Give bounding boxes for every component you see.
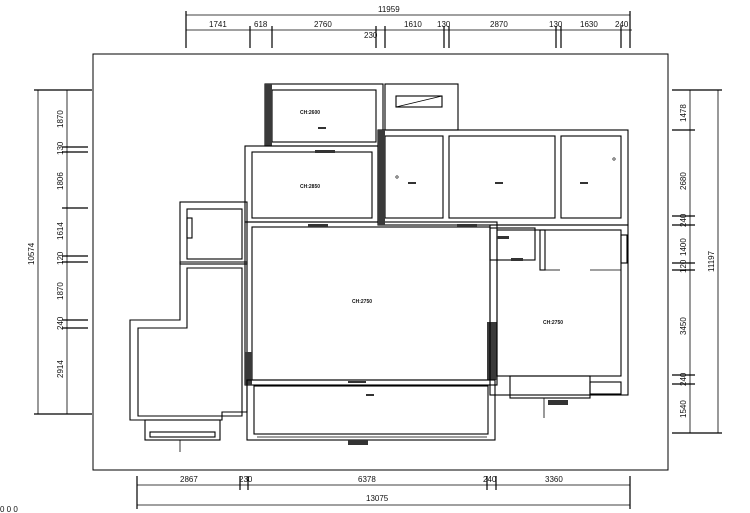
fixture-marks (179, 127, 616, 452)
right-dim-6: 3450 (679, 317, 688, 335)
right-dim-7: 240 (679, 372, 688, 386)
bottom-dim-1: 2867 (180, 475, 198, 484)
left-dim-6: 1870 (56, 282, 65, 300)
bottom-dim-3: 6378 (358, 475, 376, 484)
top-dim-4: 1610 (404, 20, 422, 29)
left-dim-8: 2914 (56, 360, 65, 378)
top-dim-7: 130 (549, 20, 563, 29)
top-dim-1: 1741 (209, 20, 227, 29)
bottom-dimension-group: 2867 230 6378 240 3360 13075 (136, 475, 631, 509)
top-dim-2: 618 (254, 20, 268, 29)
left-dim-1: 1870 (56, 110, 65, 128)
top-dim-6: 2870 (490, 20, 508, 29)
right-dim-8: 1540 (679, 400, 688, 418)
bottom-dim-2: 230 (239, 475, 253, 484)
bottom-dim-4: 240 (483, 475, 497, 484)
top-dim-3: 2760 (314, 20, 332, 29)
right-dim-5: 120 (679, 259, 688, 273)
drawing-border (92, 53, 669, 471)
right-dimension-group: 1478 2680 240 1400 120 3450 240 1540 111… (672, 89, 722, 434)
left-dim-4: 1614 (56, 222, 65, 240)
right-dim-4: 1400 (679, 238, 688, 256)
room-labels: CH:2600 CH:2850 CH:2750 CH:2750 (300, 110, 563, 326)
right-dim-3: 240 (679, 213, 688, 227)
bottom-left-mark: 0 0 0 (0, 505, 18, 513)
left-dim-5: 120 (56, 251, 65, 265)
top-dim-9: 240 (615, 20, 629, 29)
left-total-dim: 10574 (27, 242, 36, 265)
room-label-living: CH:2750 (352, 299, 372, 305)
top-inner-dim: 230 (364, 31, 378, 40)
left-dimension-group: 10574 1870 130 1806 1614 120 1870 240 29… (27, 89, 92, 415)
left-dim-2: 130 (56, 141, 65, 155)
room-label-upper: CH:2850 (300, 184, 320, 190)
right-total-dim: 11197 (707, 250, 716, 272)
bottom-total-dim: 13075 (366, 494, 389, 503)
top-dimension-group: 11959 1741 618 2760 1610 130 2870 130 16… (185, 5, 632, 48)
walls (129, 83, 629, 441)
bottom-dim-5: 3360 (545, 475, 563, 484)
left-dim-7: 240 (56, 316, 65, 330)
top-dim-5: 130 (437, 20, 451, 29)
room-label-right: CH:2750 (543, 320, 563, 326)
top-total-dim: 11959 (378, 5, 400, 14)
room-label-top: CH:2600 (300, 110, 320, 116)
right-dim-2: 2680 (679, 172, 688, 190)
top-dim-8: 1630 (580, 20, 598, 29)
right-dim-1: 1478 (679, 104, 688, 122)
left-dim-3: 1806 (56, 172, 65, 190)
